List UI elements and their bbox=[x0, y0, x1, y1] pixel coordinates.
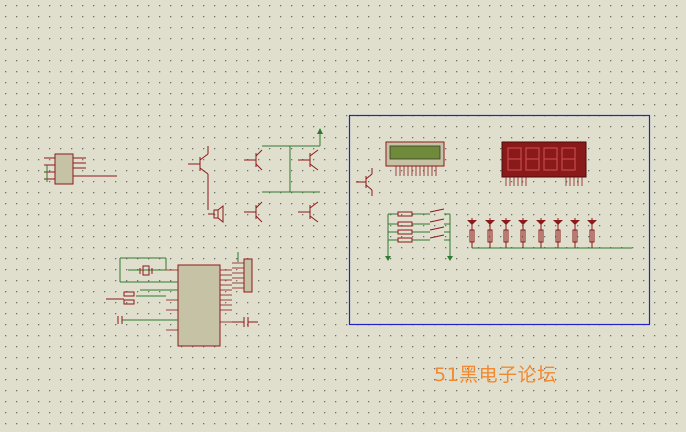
capacitor-c3[interactable] bbox=[232, 317, 258, 327]
transistor-q1[interactable] bbox=[188, 146, 209, 210]
led-resistor-array[interactable] bbox=[467, 218, 632, 249]
seven-segment-display[interactable] bbox=[501, 141, 587, 186]
selection-box[interactable] bbox=[348, 114, 651, 326]
h-bridge[interactable] bbox=[244, 128, 323, 223]
header-connector[interactable] bbox=[232, 252, 253, 293]
transistor-q6[interactable] bbox=[356, 168, 373, 196]
button-bank[interactable] bbox=[385, 208, 453, 261]
speaker[interactable] bbox=[208, 204, 224, 224]
lcd-display[interactable] bbox=[385, 141, 445, 176]
watermark-text: 51黑电子论坛 bbox=[434, 364, 557, 386]
microcontroller[interactable] bbox=[166, 264, 232, 347]
ic-chip-small[interactable] bbox=[44, 153, 117, 185]
crystal-circuit[interactable] bbox=[106, 257, 178, 324]
